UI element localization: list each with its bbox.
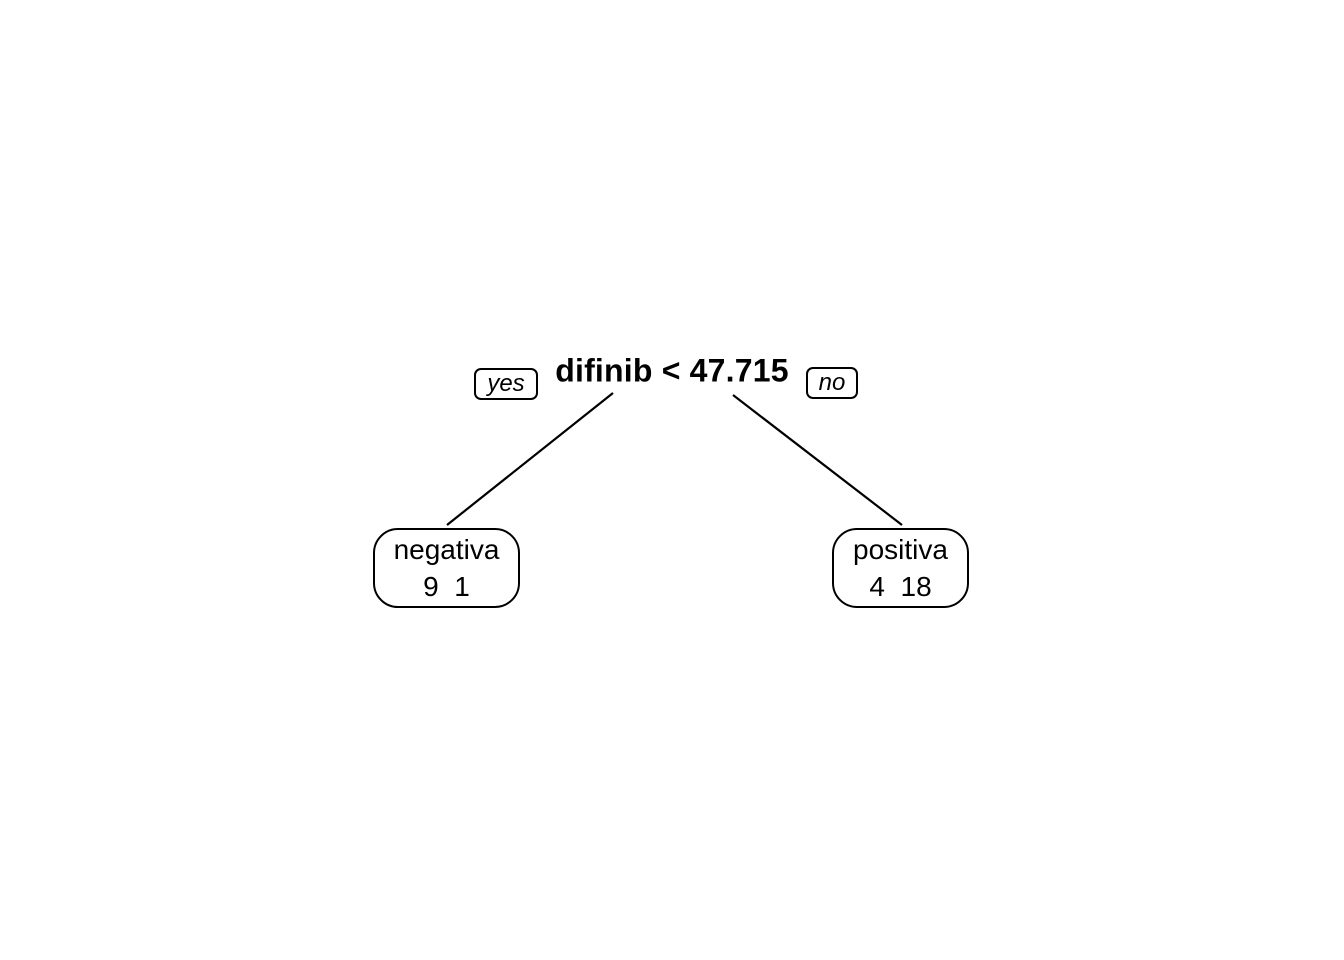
- yes-branch-badge: yes: [474, 368, 538, 400]
- leaf-class-counts: 9 1: [423, 571, 470, 602]
- leaf-class-label: positiva: [853, 534, 948, 565]
- leaf-class-label: negativa: [393, 534, 500, 565]
- edge-no-branch: [732, 394, 903, 526]
- no-branch-label: no: [818, 369, 846, 396]
- yes-branch-label: yes: [487, 370, 525, 397]
- leaf-node-negativa: negativa 9 1: [373, 528, 520, 608]
- no-branch-badge: no: [806, 367, 858, 399]
- leaf-node-positiva: positiva 4 18: [832, 528, 969, 608]
- root-split-label: difinib < 47.715: [555, 352, 789, 389]
- edge-yes-branch: [446, 392, 614, 526]
- leaf-class-counts: 4 18: [869, 571, 932, 602]
